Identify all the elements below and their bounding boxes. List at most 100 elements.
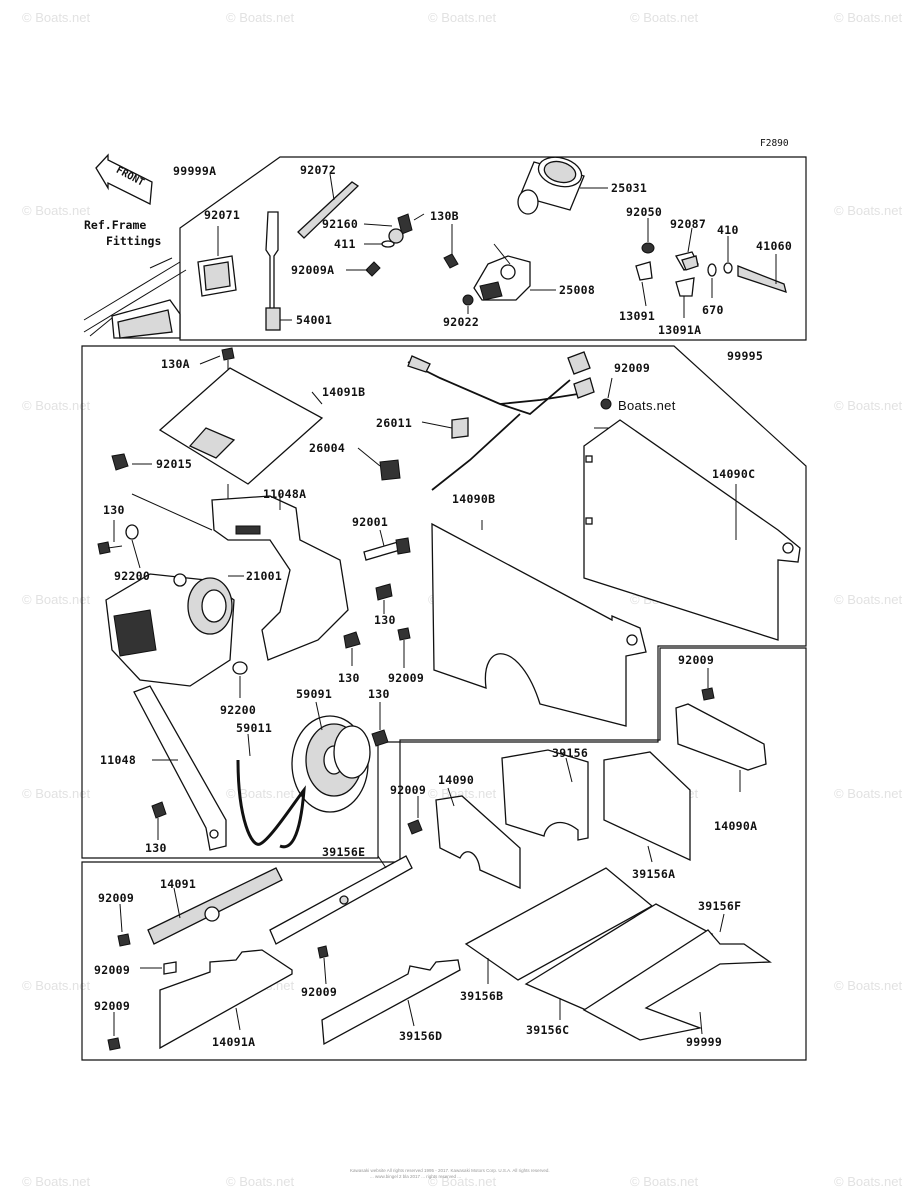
label-92009-l2: 92009 [94, 963, 130, 977]
part-92200-washer-a [125, 524, 139, 540]
bottom-group-parts [107, 668, 772, 1051]
watermark: © Boats.net [428, 786, 497, 801]
part-14090-panel [435, 795, 521, 890]
part-26004 [379, 459, 401, 481]
label-11048A: 11048A [263, 487, 306, 501]
watermark: © Boats.net [22, 10, 91, 25]
label-25031: 25031 [611, 181, 647, 195]
frame-middle-group [81, 345, 807, 859]
label-14090: 14090 [438, 773, 474, 787]
watermark: © Boats.net [22, 1174, 91, 1189]
label-92009-c: 92009 [390, 783, 426, 797]
watermark: © Boats.net [834, 1174, 903, 1189]
part-92009-top [600, 398, 612, 410]
part-130-bolt-d [371, 729, 389, 747]
part-130A-screw [221, 347, 235, 361]
label-130-b: 130 [374, 613, 396, 627]
label-92009-top: 92009 [614, 361, 650, 375]
label-99999: 99999 [686, 1035, 722, 1049]
part-41060-shaft [737, 265, 787, 293]
part-92009-l2 [163, 961, 177, 975]
label-59091: 59091 [296, 687, 332, 701]
watermark: © Boats.net [834, 978, 903, 993]
watermark: © Boats.net [22, 398, 91, 413]
part-25031-meter [517, 156, 585, 215]
part-26011 [451, 417, 469, 439]
part-39156A-foam [603, 751, 691, 862]
watermark: © Boats.net [834, 786, 903, 801]
part-130-bolt-c [343, 631, 361, 649]
label-39156D: 39156D [399, 1029, 442, 1043]
label-92071: 92071 [204, 208, 240, 222]
label-130-e: 130 [145, 841, 167, 855]
label-14090A: 14090A [714, 819, 757, 833]
part-92009A-screw [365, 261, 381, 277]
part-39156D-strip [321, 959, 461, 1046]
frame-bottom-group [81, 647, 807, 1061]
label-39156B: 39156B [460, 989, 503, 1003]
label-99995: 99995 [727, 349, 763, 363]
part-410-washer [723, 262, 733, 274]
label-92009-l1: 92009 [98, 891, 134, 905]
part-92009-mid [397, 627, 411, 641]
part-92009-r [701, 687, 715, 701]
front-arrow-icon [95, 153, 153, 206]
watermark: © Boats.net [22, 203, 91, 218]
part-11048A-bracket [211, 495, 349, 661]
label-130-d: 130 [368, 687, 390, 701]
label-13091: 13091 [619, 309, 655, 323]
watermark: © Boats.net [834, 10, 903, 25]
label-59011: 59011 [236, 721, 272, 735]
label-26011: 26011 [376, 416, 412, 430]
label-92050: 92050 [626, 205, 662, 219]
part-130-bolt-a [97, 541, 111, 555]
label-92009-l4: 92009 [94, 999, 130, 1013]
watermark: © Boats.net [630, 1174, 699, 1189]
top-group-parts [197, 156, 787, 331]
part-14090C-panel [583, 419, 801, 641]
ref-note-line2: Fittings [106, 234, 161, 248]
part-59011-belt [236, 759, 306, 849]
watermark: © Boats.net [834, 398, 903, 413]
part-670-ring [707, 263, 717, 277]
label-92087: 92087 [670, 217, 706, 231]
frame-fittings-sketch [83, 257, 187, 339]
part-13091 [635, 261, 653, 281]
part-130B-bolt [443, 253, 459, 269]
label-25008: 25008 [559, 283, 595, 297]
watermark: © Boats.net [834, 592, 903, 607]
label-130-c: 130 [338, 671, 360, 685]
label-39156E: 39156E [322, 845, 365, 859]
label-670: 670 [702, 303, 724, 317]
label-92009A: 92009A [291, 263, 334, 277]
label-92160: 92160 [322, 217, 358, 231]
label-54001: 54001 [296, 313, 332, 327]
part-21001-alternator [105, 573, 235, 687]
label-130B: 130B [430, 209, 459, 223]
label-41060: 41060 [756, 239, 792, 253]
label-39156C: 39156C [526, 1023, 569, 1037]
part-59091-pulley [291, 715, 371, 813]
label-39156A: 39156A [632, 867, 675, 881]
part-14091B-plate [158, 367, 324, 485]
part-54001-cable [265, 211, 279, 311]
part-92009-l1 [117, 933, 131, 947]
label-11048: 11048 [100, 753, 136, 767]
label-92009-l3: 92009 [301, 985, 337, 999]
watermark: © Boats.net [22, 786, 91, 801]
label-14091B: 14091B [322, 385, 365, 399]
label-92009-mid: 92009 [388, 671, 424, 685]
label-92001: 92001 [352, 515, 388, 529]
label-39156: 39156 [552, 746, 588, 760]
part-411-washer [381, 240, 395, 248]
part-92009-l3 [317, 945, 329, 959]
copyright-line2: ... www.bingel 2 bla 2017 ... rights res… [370, 1174, 461, 1179]
label-92072: 92072 [300, 163, 336, 177]
label-92200-b: 92200 [220, 703, 256, 717]
label-14091A: 14091A [212, 1035, 255, 1049]
watermark: © Boats.net [630, 10, 699, 25]
watermark: © Boats.net [428, 1174, 497, 1189]
label-26004: 26004 [309, 441, 345, 455]
part-92009-l4 [107, 1037, 121, 1051]
part-13091A [675, 277, 695, 297]
